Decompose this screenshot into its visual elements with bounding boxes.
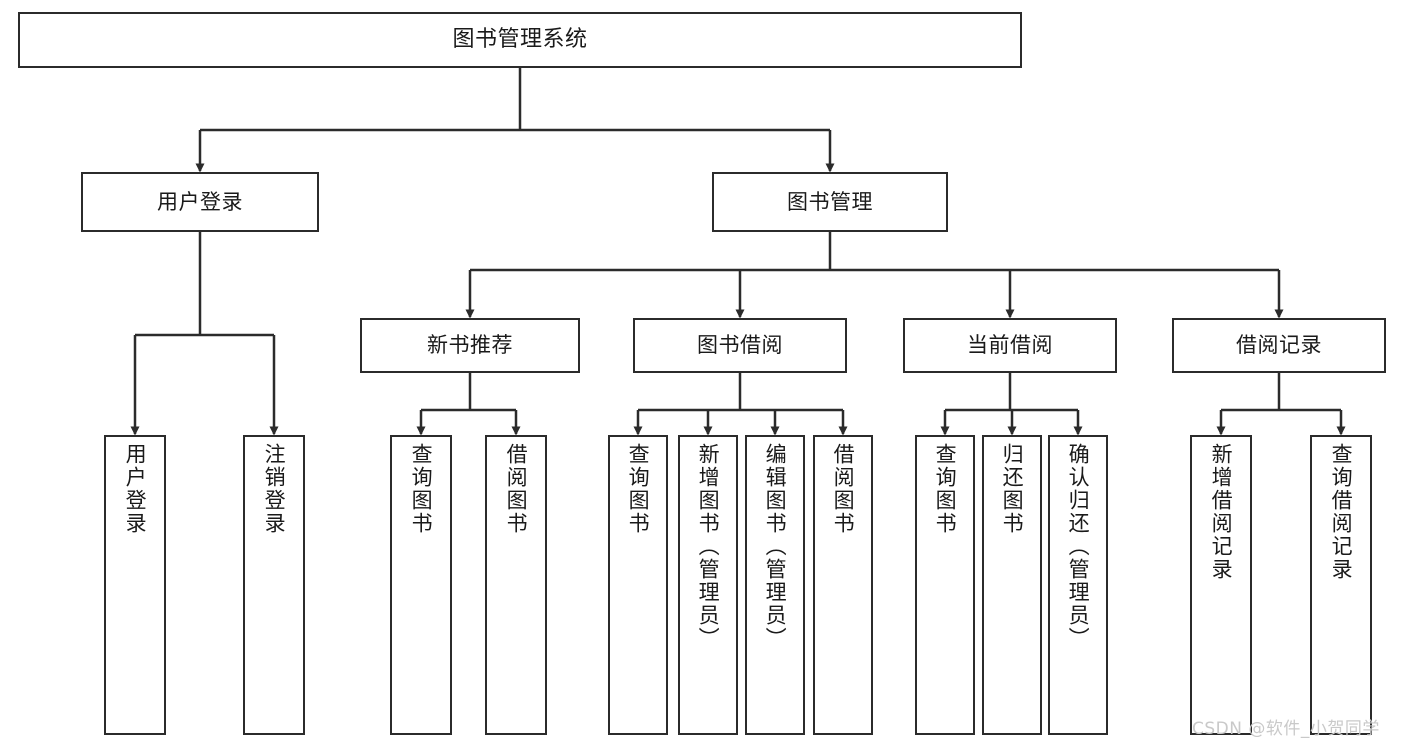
node-label: 归还图书 (1000, 443, 1025, 535)
node-newbook[interactable]: 新书推荐 (360, 318, 580, 373)
node-l-return[interactable]: 归还图书 (982, 435, 1042, 735)
node-label: 新增图书（管理员） (696, 443, 721, 650)
node-label: 注销登录 (262, 443, 287, 535)
node-label: 用户登录 (157, 189, 243, 214)
node-label: 新书推荐 (427, 333, 513, 358)
node-l-confirm[interactable]: 确认归还（管理员） (1048, 435, 1108, 735)
node-label: 编辑图书（管理员） (763, 443, 788, 650)
node-l-logout[interactable]: 注销登录 (243, 435, 305, 735)
node-l-addrec[interactable]: 新增借阅记录 (1190, 435, 1252, 735)
node-l-borrow2[interactable]: 借阅图书 (813, 435, 873, 735)
csdn-watermark: CSDN @软件_小贺同学 (1192, 719, 1380, 739)
node-label: 新增借阅记录 (1209, 443, 1234, 581)
node-label: 图书管理 (787, 189, 873, 214)
node-label: 图书借阅 (697, 333, 783, 358)
node-l-borrow1[interactable]: 借阅图书 (485, 435, 547, 735)
node-bookmgmt[interactable]: 图书管理 (712, 172, 948, 232)
node-records[interactable]: 借阅记录 (1172, 318, 1386, 373)
node-l-edit[interactable]: 编辑图书（管理员） (745, 435, 805, 735)
node-l-add[interactable]: 新增图书（管理员） (678, 435, 738, 735)
node-borrow[interactable]: 图书借阅 (633, 318, 847, 373)
node-label: 用户登录 (123, 443, 148, 535)
node-label: 借阅记录 (1236, 333, 1322, 358)
node-l-login[interactable]: 用户登录 (104, 435, 166, 735)
node-label: 查询图书 (933, 443, 958, 535)
node-l-query1[interactable]: 查询图书 (390, 435, 452, 735)
node-label: 查询借阅记录 (1329, 443, 1354, 581)
node-root[interactable]: 图书管理系统 (18, 12, 1022, 68)
node-label: 借阅图书 (504, 443, 529, 535)
node-login[interactable]: 用户登录 (81, 172, 319, 232)
node-label: 图书管理系统 (452, 27, 588, 53)
node-label: 查询图书 (409, 443, 434, 535)
node-label: 查询图书 (626, 443, 651, 535)
node-label: 当前借阅 (967, 333, 1053, 358)
node-l-query2[interactable]: 查询图书 (608, 435, 668, 735)
node-current[interactable]: 当前借阅 (903, 318, 1117, 373)
node-label: 借阅图书 (831, 443, 856, 535)
node-l-query3[interactable]: 查询图书 (915, 435, 975, 735)
node-l-queryrec[interactable]: 查询借阅记录 (1310, 435, 1372, 735)
node-label: 确认归还（管理员） (1066, 443, 1091, 650)
